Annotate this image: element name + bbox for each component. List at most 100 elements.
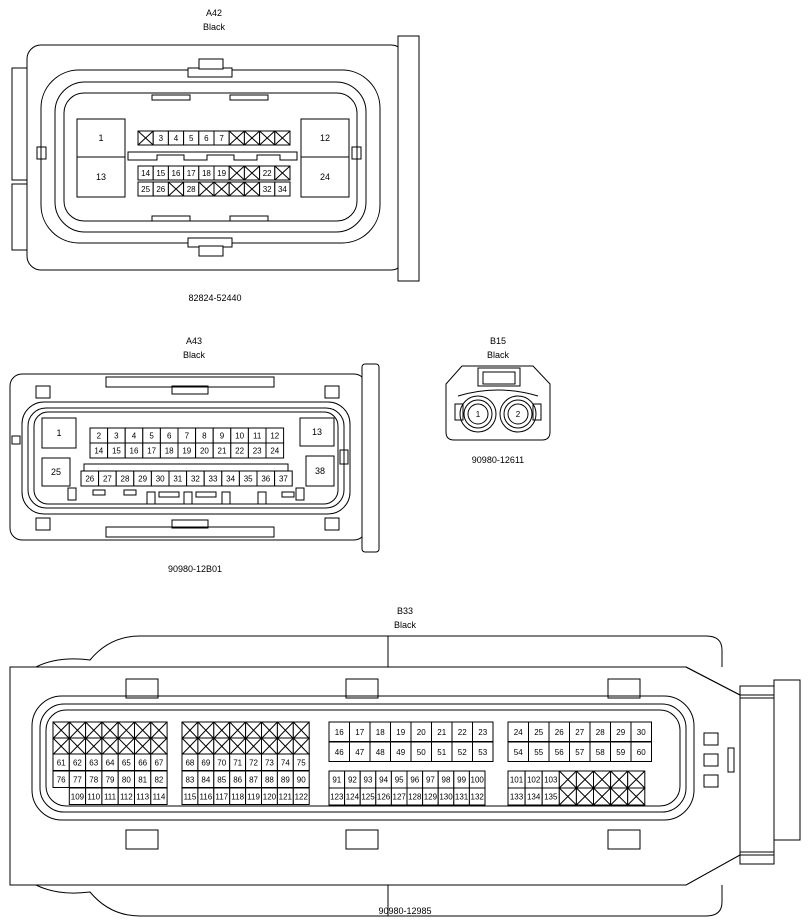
b33-pin-cell-label: 73	[265, 758, 274, 767]
b33-pin-cell-label: 123	[330, 793, 344, 802]
b33-pin-cell: 122	[292, 787, 310, 805]
b33-pin-cell-label: 68	[185, 758, 194, 767]
b33-pin-cell-label: 16	[335, 728, 344, 737]
b33-pin-cell	[85, 737, 103, 755]
b33-pin-cell-label: 69	[201, 758, 210, 767]
b33-pin-cell: 115	[181, 787, 199, 805]
b33-pin-cell-label: 79	[106, 775, 115, 784]
b33-pin-cell-label: 99	[457, 776, 466, 785]
b33-pin-cell: 125	[359, 787, 377, 806]
b33-pin-cell	[181, 737, 199, 755]
a43-pin-cell-label: 26	[85, 475, 94, 484]
b33-pin-cell-label: 46	[335, 748, 344, 757]
b33-pin-cell: 128	[406, 787, 424, 806]
b33-pin-cell	[213, 737, 231, 755]
b33-pin-cell-label: 82	[154, 775, 163, 784]
a42-pin-cell: 26	[152, 181, 169, 197]
a42-large-pin-label: 24	[320, 172, 330, 182]
b33-pin-cell: 25	[528, 721, 550, 742]
b33-pin-cell-label: 23	[478, 728, 487, 737]
b33-pin-cell-label: 19	[396, 728, 405, 737]
a43-pin-cell-label: 17	[147, 447, 156, 456]
b33-pin-cell: 17	[349, 721, 371, 742]
a42-pin-cell	[259, 130, 276, 146]
b33-housing	[9, 635, 801, 917]
a43-pin-cell-label: 29	[138, 475, 147, 484]
a43-pin-cell: 12	[265, 427, 285, 444]
b33-pin-cell: 50	[410, 741, 432, 762]
a43-color: Black	[182, 350, 205, 360]
b33-pin-cell: 57	[569, 741, 591, 762]
a43-name: A43	[185, 336, 202, 346]
a43-pin-cell-label: 31	[173, 475, 182, 484]
b33-pin-cell: 114	[150, 787, 168, 805]
b33-pin-cell: 23	[472, 721, 494, 742]
a42-pin-cell	[243, 165, 261, 181]
b33-pin-cell-label: 20	[417, 728, 426, 737]
b33-pin-cell: 68	[181, 753, 199, 771]
b33-part-number: 90980-12985	[378, 906, 432, 916]
b33-pin-cell: 90	[292, 770, 310, 788]
a42-pin-cell-label: 19	[217, 169, 226, 178]
b33-pin-cell-label: 110	[87, 792, 100, 801]
b33-pin-cell: 75	[292, 753, 310, 771]
b33-pin-cell: 111	[101, 787, 119, 805]
b33-pin-cell	[134, 721, 152, 739]
b33-pin-cell-label: 86	[233, 775, 242, 784]
b33-pin-cell: 117	[213, 787, 231, 805]
b33-pin-cell: 99	[453, 770, 470, 789]
b33-pin-cell	[593, 770, 612, 789]
b33-pin-cell	[575, 787, 595, 806]
b33-pin-cell	[101, 721, 119, 739]
a42-pin-cell-label: 18	[202, 169, 211, 178]
b33-pin-cell-label: 131	[455, 793, 469, 802]
b33-pin-cell: 65	[117, 753, 135, 771]
b33-pin-cell: 67	[150, 753, 168, 771]
b33-pin-cell: 102	[524, 770, 543, 789]
a42-pin-cell-label: 28	[187, 185, 196, 194]
a42-large-pin-label: 1	[98, 133, 103, 143]
b33-pin-cell: 96	[406, 770, 424, 789]
b33-pin-cell-label: 126	[377, 793, 391, 802]
b33-pin-cell: 101	[507, 770, 526, 789]
a43-pin-cell-label: 18	[165, 447, 174, 456]
b33-pin-cell: 58	[589, 741, 611, 762]
b33-pin-cell	[558, 770, 577, 789]
b33-pin-cell-label: 28	[596, 728, 605, 737]
b33-pin-cell: 70	[213, 753, 231, 771]
b33-pin-cell	[117, 737, 135, 755]
a43-housing	[9, 363, 380, 553]
a43-large-pin: 1	[41, 417, 77, 449]
b33-pin-cell-label: 77	[73, 775, 82, 784]
b33-pin-cell-label: 71	[233, 758, 242, 767]
b33-pin-cell: 133	[507, 787, 526, 806]
b33-pin-cell: 82	[150, 770, 168, 788]
b33-pin-cell	[558, 787, 577, 806]
b33-pin-cell-label: 55	[534, 748, 543, 757]
b33-pin-cell: 124	[344, 787, 361, 806]
b33-pin-cell-label: 18	[376, 728, 385, 737]
b33-pin-cell	[150, 737, 168, 755]
a42-large-pin-label: 13	[96, 172, 106, 182]
a43-pin-cell-label: 21	[218, 447, 227, 456]
b33-pin-cell	[245, 737, 263, 755]
b33-pin-cell	[610, 787, 629, 806]
b33-pin-cell: 121	[276, 787, 294, 805]
b33-pin-cell: 100	[468, 770, 486, 789]
b33-pin-cell-label: 56	[555, 748, 564, 757]
b33-pin-cell: 79	[101, 770, 119, 788]
a42-housing	[11, 35, 420, 282]
b33-pin-cell-label: 103	[544, 776, 558, 785]
b15-color: Black	[486, 350, 509, 360]
a43-pin-cell-label: 8	[202, 432, 207, 441]
b33-pin-cell-label: 120	[263, 792, 277, 801]
b33-pin-cell-label: 62	[73, 758, 82, 767]
b15-name: B15	[489, 336, 506, 346]
a43-pin-cell: 19	[177, 442, 197, 459]
b33-pin-cell: 27	[569, 721, 591, 742]
b33-pin-cell: 69	[197, 753, 215, 771]
